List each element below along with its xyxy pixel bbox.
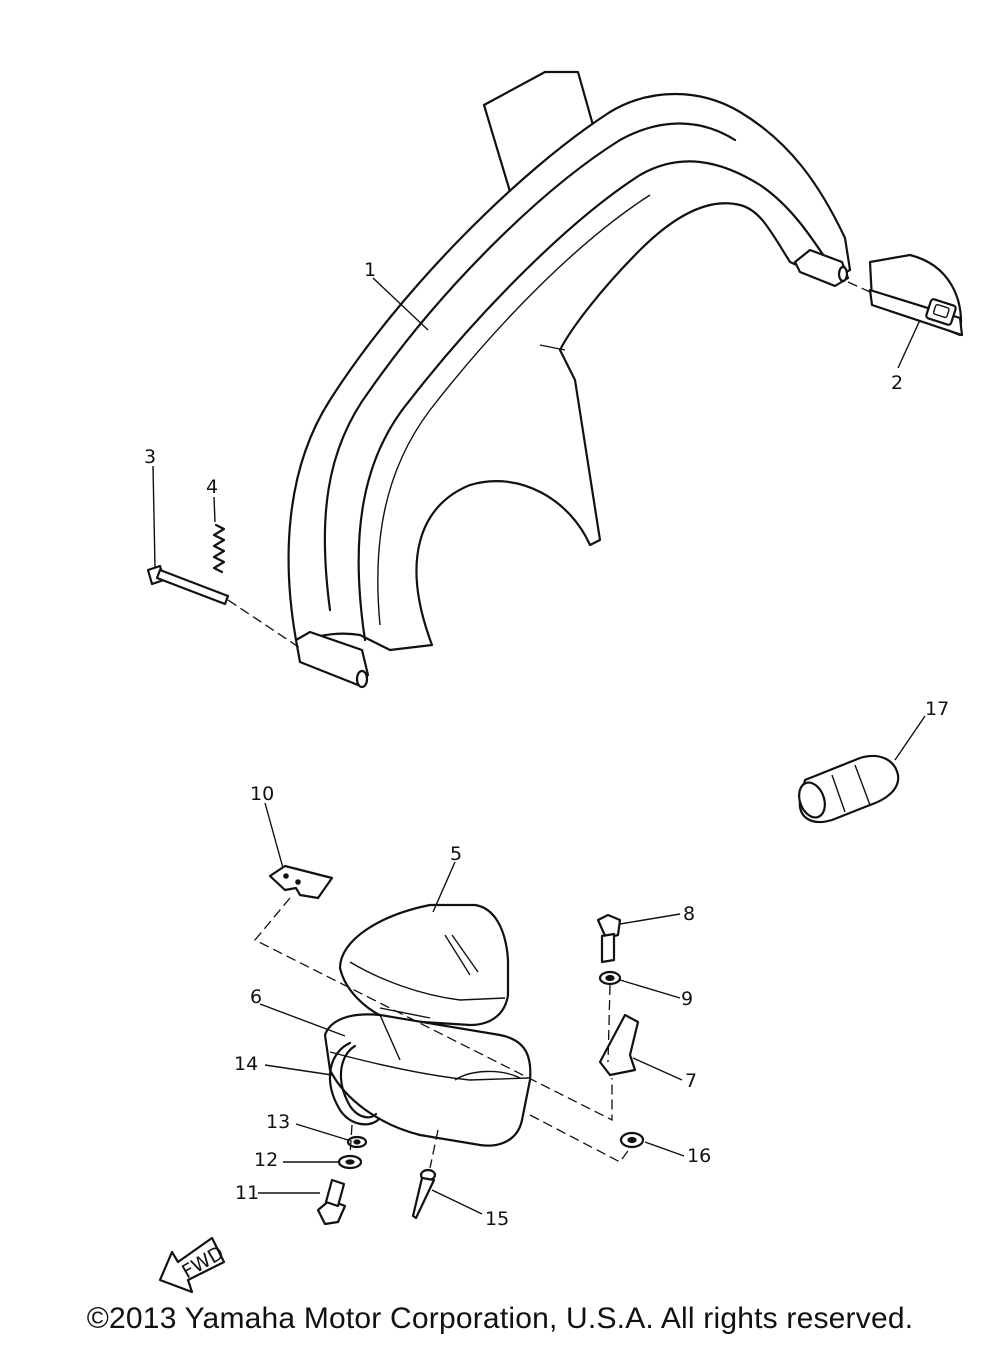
callout-9: 9 [681,988,693,1010]
screw-15[interactable] [411,1168,437,1220]
alignment-line-front [227,599,301,649]
callout-6: 6 [250,986,262,1008]
callout-10: 10 [250,783,274,805]
nut-16[interactable] [619,1131,645,1149]
clip-bracket[interactable] [268,864,334,900]
alignment-line-rear [847,281,871,293]
spring[interactable] [212,523,226,574]
callout-5: 5 [450,843,462,865]
toolbox-base[interactable] [323,1013,532,1147]
bolt-8[interactable] [596,913,622,964]
callout-15: 15 [485,1208,509,1230]
washer-12[interactable] [337,1154,363,1170]
fwd-arrow-icon: FWD [158,1236,228,1294]
callout-12: 12 [254,1149,278,1171]
washer-9[interactable] [598,970,622,986]
callout-14: 14 [234,1053,258,1075]
reflector-bracket[interactable] [868,253,964,337]
callout-2: 2 [891,372,903,394]
callout-8: 8 [683,903,695,925]
callout-1: 1 [364,259,376,281]
alignment-line-screw [429,1129,439,1169]
washer-13[interactable] [346,1135,368,1149]
copyright-notice: ©2013 Yamaha Motor Corporation, U.S.A. A… [86,1302,914,1335]
callout-16: 16 [687,1145,711,1167]
callout-4: 4 [206,476,218,498]
callout-3: 3 [144,446,156,468]
connector-cover[interactable] [795,754,900,824]
alignment-line-nut [529,1114,631,1163]
stay-bracket[interactable] [598,1013,640,1077]
mounting-bolt[interactable] [146,564,230,606]
callout-13: 13 [266,1111,290,1133]
callout-7: 7 [685,1070,697,1092]
callout-17: 17 [925,698,949,720]
bolt-11[interactable] [316,1178,347,1226]
strap[interactable] [328,1041,380,1126]
alignment-line-bolt [349,1124,353,1156]
leader-lines [152,277,926,1215]
alignment-line-stay [607,984,611,1063]
callout-11: 11 [235,1182,259,1204]
toolbox-lid[interactable] [338,903,510,1027]
rear-fender[interactable] [287,70,852,689]
